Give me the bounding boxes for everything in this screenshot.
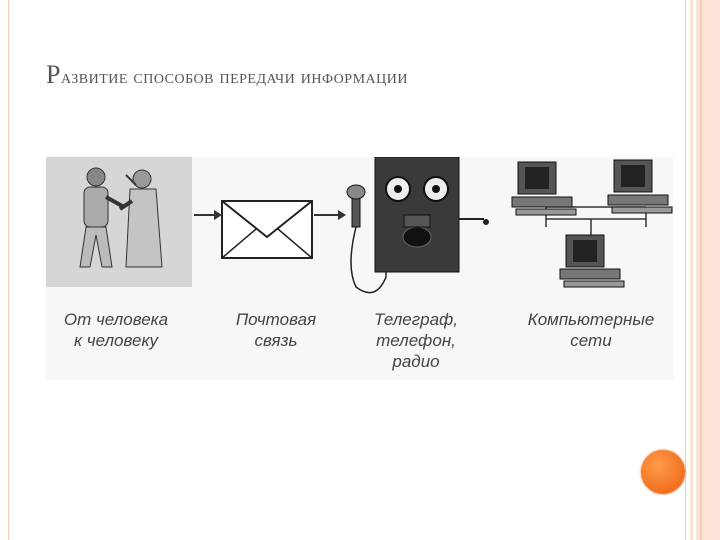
decorative-side-band <box>690 0 720 540</box>
evolution-diagram: От человека к человеку Почтовая связь Те… <box>46 157 673 380</box>
envelope-icon <box>221 200 313 259</box>
wall-telephone-icon <box>346 157 489 294</box>
arrow-2 <box>314 210 346 220</box>
caption-computer-networks: Компьютерные сети <box>527 310 655 350</box>
people-talking-icon <box>46 157 192 287</box>
caption-person-to-person: От человека к человеку <box>63 310 169 350</box>
computer-network-icon <box>511 159 673 288</box>
diagram-graphics <box>46 157 673 294</box>
arrow-1 <box>194 210 222 220</box>
caption-postal-service: Почтовая связь <box>235 310 317 350</box>
slide-title: Развитие способов передачи информации <box>46 60 408 89</box>
caption-telegraph-phone-radio: Телеграф, телефон, радио <box>374 310 458 371</box>
slide-frame <box>8 0 686 540</box>
slide-nav-dot[interactable] <box>641 450 685 494</box>
